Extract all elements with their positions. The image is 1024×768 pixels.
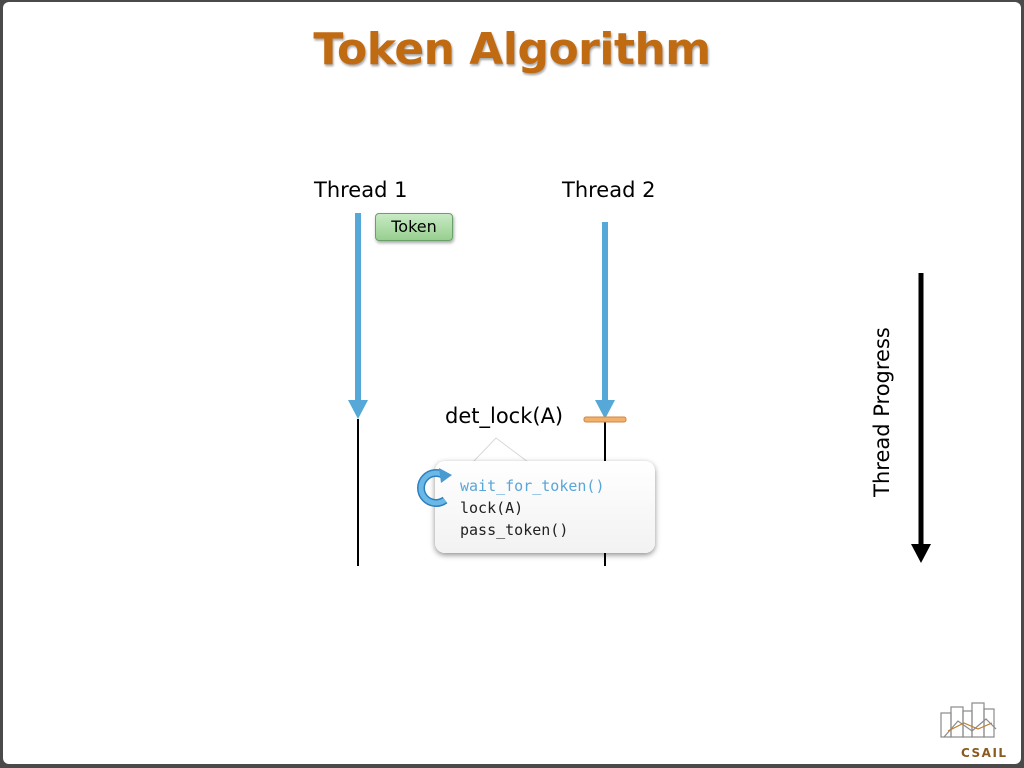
- code-line-wait: wait_for_token(): [460, 477, 605, 495]
- csail-logo: [940, 702, 997, 738]
- circular-arrow-icon: [417, 468, 452, 507]
- code-line-pass: pass_token(): [460, 521, 569, 539]
- csail-logo-text: CSAIL: [961, 746, 1008, 760]
- thread-progress-label: Thread Progress: [870, 327, 894, 497]
- code-line-lock: lock(A): [460, 499, 524, 517]
- thread-1-label: Thread 1: [314, 178, 408, 202]
- det-lock-call: det_lock(A): [445, 404, 564, 428]
- code-popup: [435, 461, 655, 553]
- lock-marker: [583, 416, 627, 423]
- popup-pointer: [471, 437, 530, 463]
- thread-2-arrowhead: [595, 400, 615, 419]
- thread-diagram: [348, 213, 931, 566]
- token-badge: Token: [375, 213, 453, 241]
- thread-progress-arrowhead: [911, 544, 931, 563]
- thread-2-label: Thread 2: [562, 178, 656, 202]
- thread-1-arrowhead: [348, 400, 368, 419]
- slide: Token Algorithm Thread 1 Thread 2 Token …: [3, 2, 1021, 764]
- slide-title: Token Algorithm: [313, 24, 711, 75]
